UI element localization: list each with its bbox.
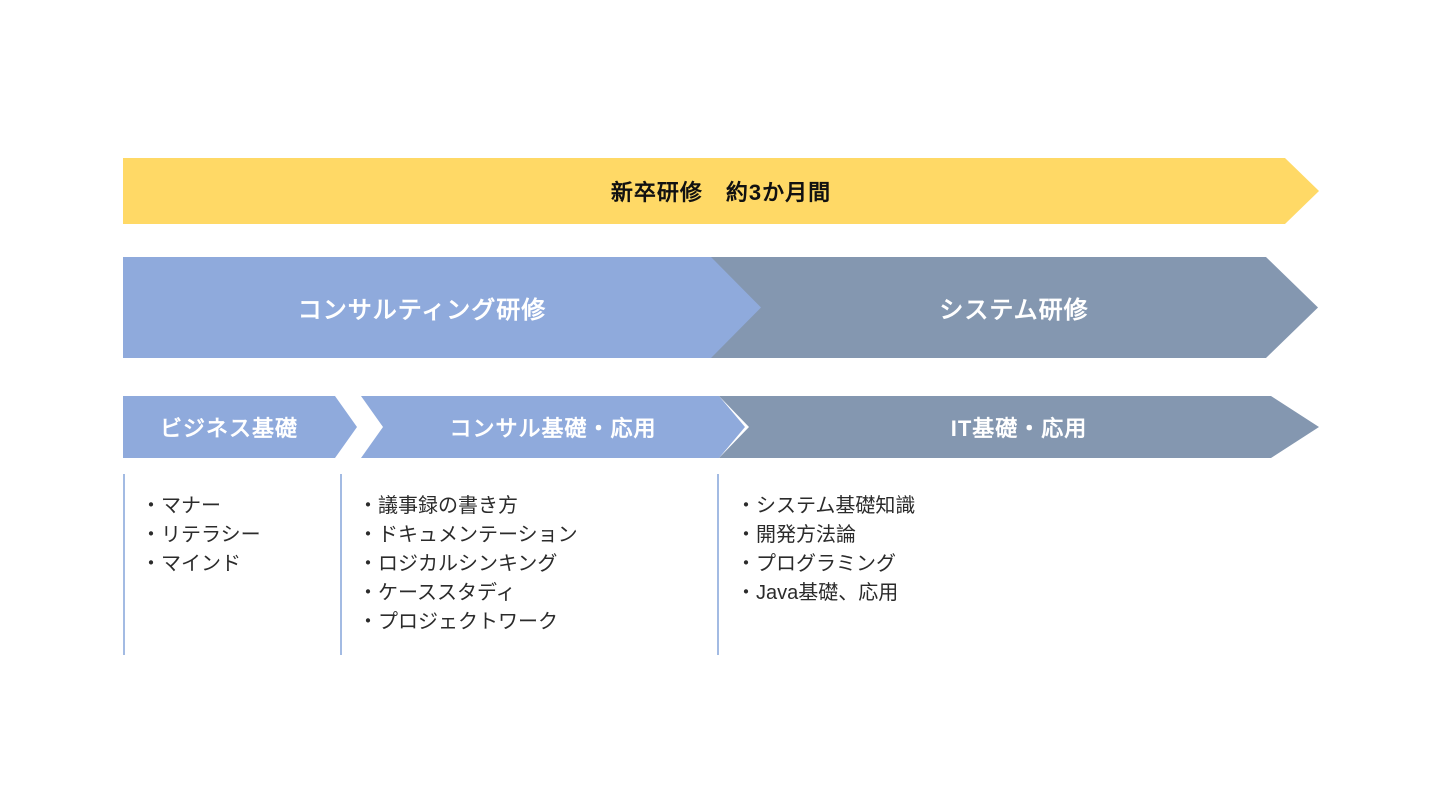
list-item: ・ケーススタディ	[358, 582, 516, 604]
list-item: ・リテラシー	[141, 524, 261, 546]
list-item: ・ドキュメンテーション	[358, 524, 578, 546]
column-divider-3	[717, 474, 719, 655]
banner-arrow-new-grad-training: 新卒研修 約3か月間	[123, 158, 1319, 224]
stage-arrow-it-basics: IT基礎・応用	[719, 396, 1319, 458]
bullet-list-it-basics: ・システム基礎知識 ・開発方法論 ・プログラミング ・Java基礎、応用	[736, 492, 1056, 608]
list-item: ・システム基礎知識	[736, 495, 916, 517]
stage-it-label: IT基礎・応用	[950, 416, 1088, 441]
list-item: ・マナー	[141, 495, 221, 517]
bullet-list-consulting-basics: ・議事録の書き方 ・ドキュメンテーション ・ロジカルシンキング ・ケーススタディ…	[358, 492, 708, 637]
phase-arrow-consulting-training: コンサルティング研修	[123, 257, 761, 358]
bullet-list-business-basics: ・マナー ・リテラシー ・マインド	[141, 492, 331, 579]
list-item: ・ロジカルシンキング	[358, 553, 558, 575]
stage-arrow-business-basics: ビジネス基礎	[123, 396, 357, 458]
stage-business-label: ビジネス基礎	[159, 416, 298, 441]
phase-arrow-system-training: システム研修	[710, 257, 1318, 358]
list-item: ・プログラミング	[736, 553, 896, 575]
list-item: ・マインド	[141, 553, 241, 575]
stage-consul-label: コンサル基礎・応用	[449, 416, 657, 441]
list-item: ・議事録の書き方	[358, 495, 518, 517]
list-item: ・プロジェクトワーク	[358, 611, 558, 633]
list-item: ・開発方法論	[736, 524, 856, 546]
banner-label: 新卒研修 約3か月間	[610, 180, 832, 205]
column-divider-1	[123, 474, 125, 655]
stage-arrow-consulting-basics: コンサル基礎・応用	[361, 396, 745, 458]
phase-consulting-label: コンサルティング研修	[297, 297, 547, 324]
column-divider-2	[340, 474, 342, 655]
phase-system-label: システム研修	[939, 297, 1089, 324]
list-item: ・Java基礎、応用	[736, 582, 899, 604]
